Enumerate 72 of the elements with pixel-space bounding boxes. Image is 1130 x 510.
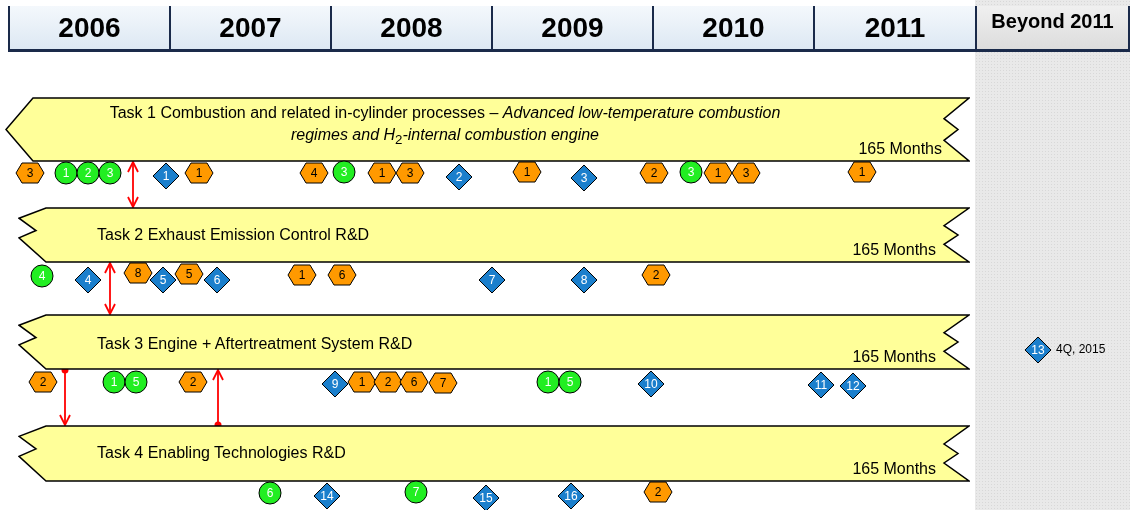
year-header: 2008 — [330, 6, 491, 52]
year-header: 2009 — [491, 6, 652, 52]
year-header: 2006 — [8, 6, 169, 52]
milestone-hexagon: 1 — [367, 162, 397, 184]
milestone-circle: 3 — [332, 160, 356, 184]
milestone-diamond: 4 — [74, 266, 102, 294]
milestone-hexagon: 2 — [643, 481, 673, 503]
task-band — [18, 314, 970, 370]
year-header: 2010 — [652, 6, 813, 52]
milestone-hexagon: 6 — [327, 264, 357, 286]
milestone-hexagon: 2 — [639, 162, 669, 184]
milestone-circle: 4 — [30, 264, 54, 288]
milestone-diamond: 15 — [472, 484, 500, 510]
milestone-circle: 7 — [404, 480, 428, 504]
milestone-circle: 1 — [536, 370, 560, 394]
year-header: Beyond 2011 — [975, 6, 1130, 52]
arrow — [104, 262, 116, 315]
milestone-diamond: 11 — [807, 371, 835, 399]
milestone-hexagon: 3 — [395, 162, 425, 184]
milestone-hexagon: 2 — [28, 371, 58, 393]
task-band — [18, 207, 970, 263]
milestone-diamond: 6 — [203, 266, 231, 294]
milestone-hexagon: 1 — [184, 162, 214, 184]
milestone-hexagon: 2 — [641, 264, 671, 286]
milestone-diamond: 9 — [321, 370, 349, 398]
milestone-circle: 5 — [558, 370, 582, 394]
milestone-hexagon: 4 — [299, 162, 329, 184]
milestone-circle: 2 — [76, 161, 100, 185]
milestone-hexagon: 3 — [731, 162, 761, 184]
milestone-diamond: 12 — [839, 372, 867, 400]
milestone-diamond: 1 — [152, 162, 180, 190]
milestone-circle: 1 — [54, 161, 78, 185]
milestone-hexagon: 1 — [512, 161, 542, 183]
task-band — [18, 425, 970, 482]
milestone-diamond: 3 — [570, 164, 598, 192]
milestone-hexagon: 1 — [347, 371, 377, 393]
task-title: Task 3 Engine + Aftertreatment System R&D — [97, 334, 413, 354]
task-title: Task 4 Enabling Technologies R&D — [97, 443, 346, 463]
milestone-circle: 5 — [124, 370, 148, 394]
milestone-diamond: 10 — [637, 370, 665, 398]
milestone-hexagon: 1 — [703, 162, 733, 184]
duration-text: 165 Months — [852, 241, 936, 259]
milestone-circle: 3 — [679, 160, 703, 184]
arrow — [127, 161, 139, 208]
milestone-diamond: 13 — [1024, 336, 1052, 364]
milestone-diamond: 8 — [570, 266, 598, 294]
milestone-circle: 3 — [98, 161, 122, 185]
milestone-hexagon: 1 — [847, 161, 877, 183]
milestone-diamond: 5 — [149, 266, 177, 294]
milestone-diamond: 16 — [557, 482, 585, 510]
milestone-circle: 1 — [102, 370, 126, 394]
milestone-hexagon: 1 — [287, 264, 317, 286]
duration-text: 165 Months — [858, 140, 942, 158]
duration-text: 165 Months — [852, 348, 936, 366]
milestone-diamond: 7 — [478, 266, 506, 294]
milestone-hexagon: 7 — [428, 372, 458, 394]
milestone-hexagon: 6 — [399, 371, 429, 393]
year-header: 2011 — [813, 6, 975, 52]
date-label: 4Q, 2015 — [1056, 342, 1106, 356]
milestone-hexagon: 5 — [174, 263, 204, 285]
duration-text: 165 Months — [852, 460, 936, 478]
milestone-hexagon: 3 — [15, 162, 45, 184]
milestone-hexagon: 2 — [178, 371, 208, 393]
task-title: Task 2 Exhaust Emission Control R&D — [97, 225, 370, 245]
task-band — [5, 97, 970, 162]
task-title: Task 1 Combustion and related in-cylinder processes – Advanced low-temperature combustion regimes and H$_{2}$-internal combustion engine — [108, 103, 782, 150]
milestone-circle: 6 — [258, 481, 282, 505]
milestone-diamond: 2 — [445, 163, 473, 191]
milestone-hexagon: 8 — [123, 262, 153, 284]
year-header: 2007 — [169, 6, 330, 52]
milestone-hexagon: 2 — [373, 371, 403, 393]
milestone-diamond: 14 — [313, 482, 341, 510]
